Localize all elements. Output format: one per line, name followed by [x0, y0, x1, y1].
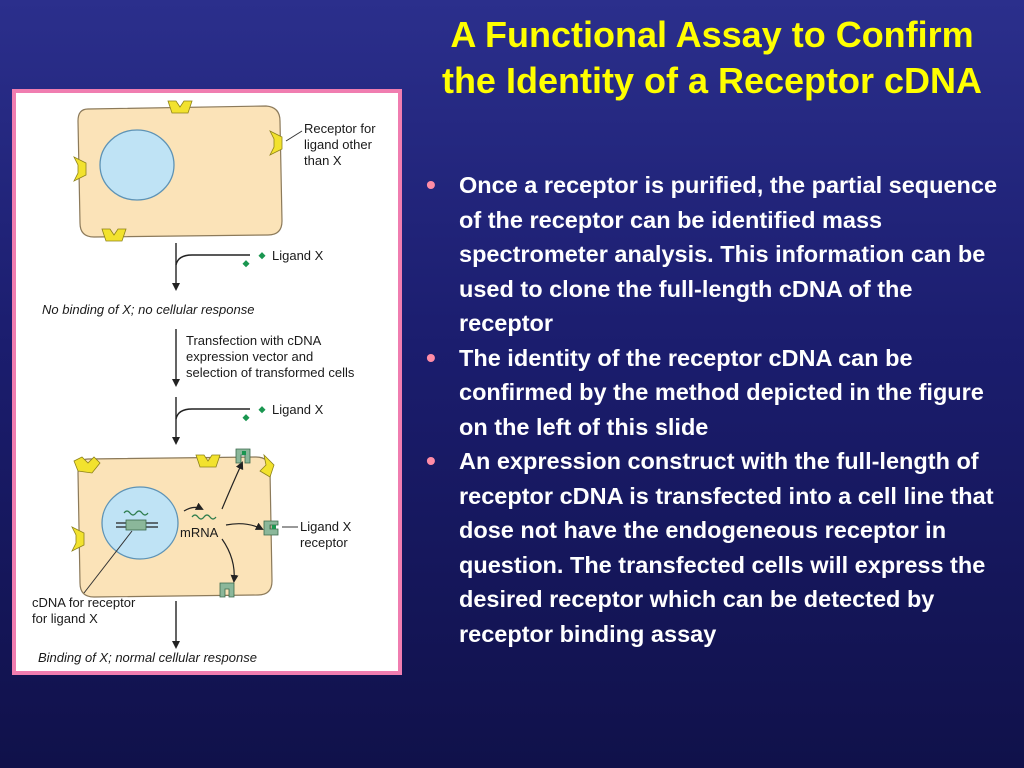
receptor-other-label-2: ligand other	[304, 137, 373, 152]
other-receptor-bottom-cell-top-left	[73, 456, 101, 474]
bullet-text: An expression construct with the full-le…	[459, 448, 994, 647]
ligand-path-2	[175, 408, 250, 420]
binding-caption: Binding of X; normal cellular response	[38, 650, 257, 665]
other-receptor-bottom-cell-left	[71, 526, 85, 552]
ligand-x-receptor-label-1: Ligand X	[300, 519, 352, 534]
bullet-item: • The identity of the receptor cDNA can …	[422, 341, 1012, 445]
title-line-2: the Identity of a Receptor cDNA	[441, 60, 983, 101]
other-receptor-bottom	[101, 228, 127, 242]
bound-ligand-right	[272, 525, 276, 529]
receptor-assay-figure: Receptor for ligand other than X Ligand …	[12, 89, 402, 675]
mrna-export-arrow	[183, 502, 204, 512]
bullet-dot-icon: •	[426, 445, 436, 476]
transfection-label-2: expression vector and	[186, 349, 313, 364]
receptor-other-pointer	[285, 130, 303, 142]
no-binding-caption: No binding of X; no cellular response	[42, 302, 254, 317]
arrow-to-receptor-bottom	[221, 538, 239, 583]
title-line-1: A Functional Assay to Confirm	[450, 14, 974, 55]
slide-title: A Functional Assay to Confirm the Identi…	[404, 12, 1020, 104]
untransfected-nucleus	[99, 129, 175, 201]
bullet-list: • Once a receptor is purified, the parti…	[422, 168, 1012, 651]
cdna-label-1: cDNA for receptor	[32, 595, 136, 610]
ligand-x-receptor-bottom	[219, 582, 235, 598]
other-receptor-bottom-cell-right	[259, 453, 275, 478]
transfection-label-1: Transfection with cDNA	[186, 333, 322, 348]
figure-diagram: Receptor for ligand other than X Ligand …	[32, 100, 376, 665]
other-receptor-left	[73, 156, 87, 182]
ligand-x-dot-1a	[242, 260, 250, 268]
ligand-x-label-1: Ligand X	[272, 248, 324, 263]
bullet-text: The identity of the receptor cDNA can be…	[459, 344, 984, 440]
other-receptor-top	[167, 100, 193, 114]
bullet-item: • An expression construct with the full-…	[422, 444, 1012, 651]
cytoplasmic-mrna	[191, 514, 217, 520]
mrna-label: mRNA	[180, 525, 219, 540]
cdna-label-2: for ligand X	[32, 611, 98, 626]
bullet-dot-icon: •	[426, 169, 436, 200]
ligand-x-dot-2a	[242, 414, 250, 422]
ligand-x-label-2: Ligand X	[272, 402, 324, 417]
other-receptor-bottom-cell-top-right	[195, 454, 221, 468]
arrow-to-receptor-top	[221, 461, 244, 510]
bullet-item: • Once a receptor is purified, the parti…	[422, 168, 1012, 341]
receptor-other-label-3: than X	[304, 153, 342, 168]
bullet-dot-icon: •	[426, 341, 436, 373]
nuclear-mrna	[123, 510, 149, 516]
ligand-x-receptor-top	[235, 448, 251, 464]
bound-ligand-top	[242, 451, 246, 455]
ligand-x-receptor-right	[263, 520, 279, 536]
ligand-path-1	[175, 254, 250, 266]
transfection-label-3: selection of transformed cells	[186, 365, 355, 380]
cdna-pointer	[83, 530, 133, 594]
arrow-to-receptor-right	[225, 522, 264, 530]
other-receptor-right	[269, 130, 283, 156]
ligand-x-dot-2b	[258, 406, 266, 414]
ligand-x-dot-1b	[258, 252, 266, 260]
cdna-insert	[125, 519, 147, 531]
receptor-other-label-1: Receptor for	[304, 121, 376, 136]
bullet-text: Once a receptor is purified, the partial…	[459, 172, 998, 336]
ligand-x-receptor-label-2: receptor	[300, 535, 348, 550]
